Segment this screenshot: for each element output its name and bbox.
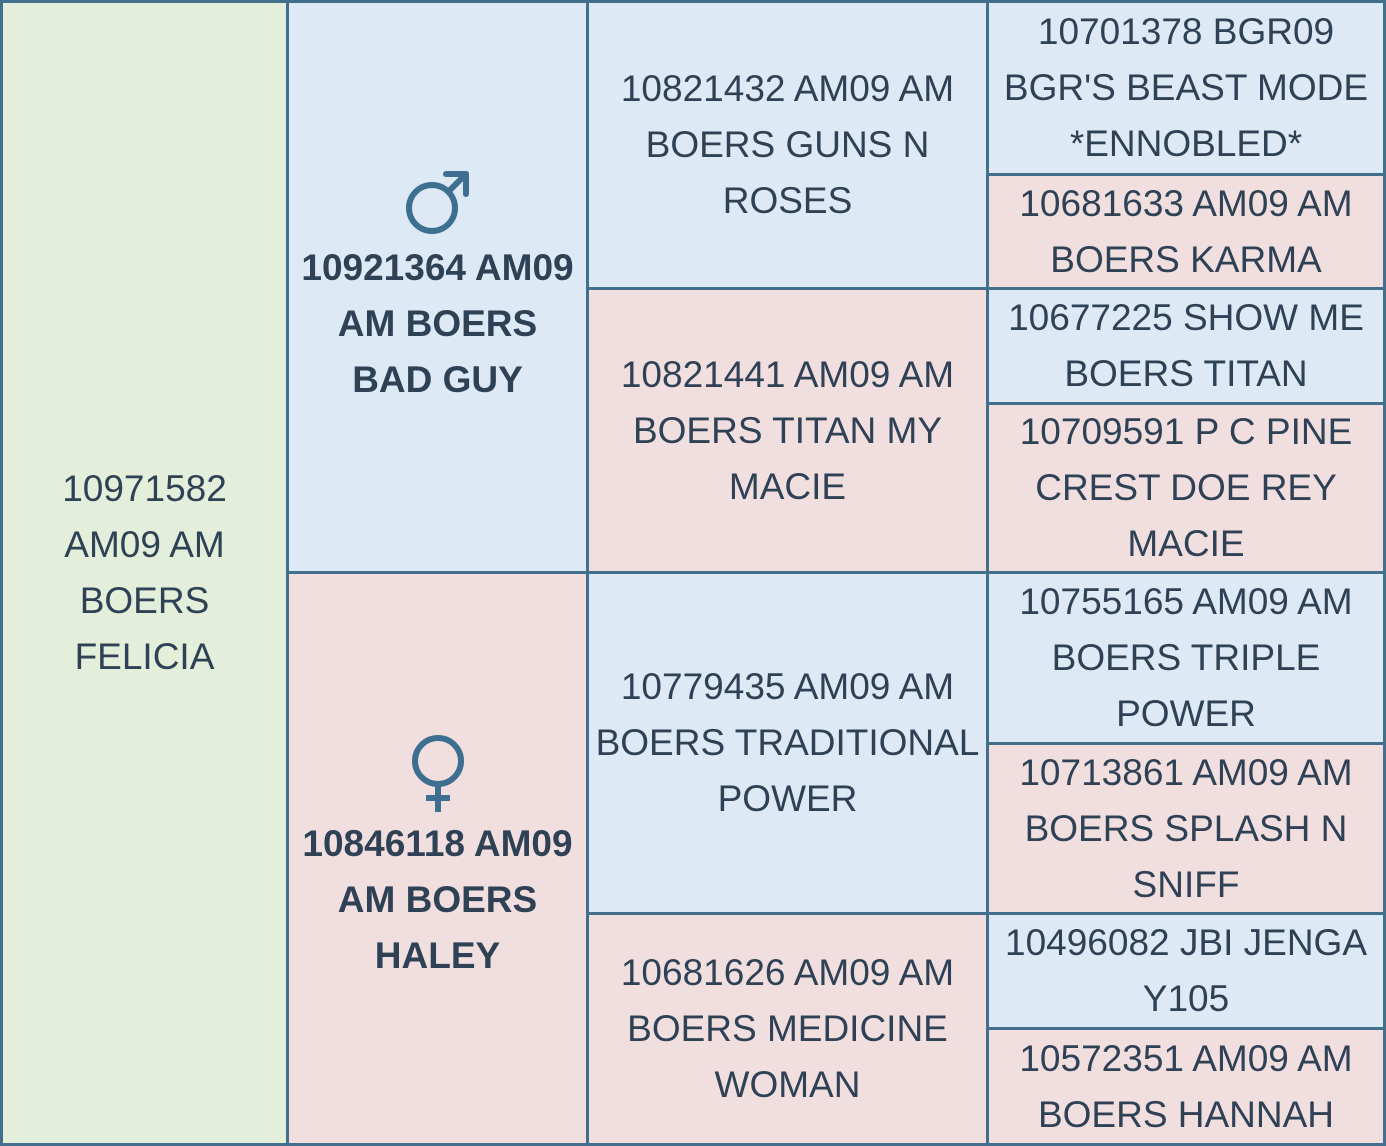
- sire-cell: 10921364 AM09 AM BOERS BAD GUY: [289, 3, 586, 571]
- female-symbol-icon: [408, 734, 468, 814]
- male-symbol-icon: [402, 166, 474, 238]
- dam-cell: 10846118 AM09 AM BOERS HALEY: [289, 574, 586, 1143]
- subject-cell: 10971582 AM09 AM BOERS FELICIA: [3, 3, 286, 1143]
- dam-dam-sire-name: 10496082 JBI JENGA Y105: [1005, 922, 1367, 1019]
- sire-sire-sire-name: 10701378 BGR09 BGR'S BEAST MODE *ENNOBLE…: [1003, 11, 1369, 164]
- sire-dam-dam-name: 10709591 P C PINE CREST DOE REY MACIE: [1019, 411, 1353, 564]
- sire-sire-dam-name: 10681633 AM09 AM BOERS KARMA: [1019, 182, 1353, 280]
- sire-dam-name: 10821441 AM09 AM BOERS TITAN MY MACIE: [620, 353, 955, 507]
- dam-dam-dam-cell: 10572351 AM09 AM BOERS HANNAH: [989, 1030, 1383, 1143]
- dam-sire-sire-cell: 10755165 AM09 AM BOERS TRIPLE POWER: [989, 574, 1383, 742]
- dam-sire-dam-cell: 10713861 AM09 AM BOERS SPLASH N SNIFF: [989, 745, 1383, 912]
- sire-dam-sire-cell: 10677225 SHOW ME BOERS TITAN: [989, 290, 1383, 402]
- dam-dam-dam-name: 10572351 AM09 AM BOERS HANNAH: [1019, 1037, 1353, 1135]
- subject-name: 10971582 AM09 AM BOERS FELICIA: [62, 468, 227, 677]
- dam-sire-sire-name: 10755165 AM09 AM BOERS TRIPLE POWER: [1019, 581, 1353, 734]
- dam-sire-cell: 10779435 AM09 AM BOERS TRADITIONAL POWER: [589, 574, 986, 912]
- dam-name: 10846118 AM09 AM BOERS HALEY: [302, 822, 573, 976]
- sire-name: 10921364 AM09 AM BOERS BAD GUY: [301, 247, 574, 400]
- sire-dam-dam-cell: 10709591 P C PINE CREST DOE REY MACIE: [989, 405, 1383, 571]
- dam-sire-dam-name: 10713861 AM09 AM BOERS SPLASH N SNIFF: [1019, 751, 1353, 905]
- sire-dam-cell: 10821441 AM09 AM BOERS TITAN MY MACIE: [589, 290, 986, 571]
- dam-dam-cell: 10681626 AM09 AM BOERS MEDICINE WOMAN: [589, 915, 986, 1143]
- sire-sire-cell: 10821432 AM09 AM BOERS GUNS N ROSES: [589, 3, 986, 287]
- dam-dam-sire-cell: 10496082 JBI JENGA Y105: [989, 915, 1383, 1027]
- sire-sire-name: 10821432 AM09 AM BOERS GUNS N ROSES: [620, 68, 955, 221]
- sire-sire-dam-cell: 10681633 AM09 AM BOERS KARMA: [989, 176, 1383, 287]
- dam-sire-name: 10779435 AM09 AM BOERS TRADITIONAL POWER: [595, 666, 980, 819]
- sire-dam-sire-name: 10677225 SHOW ME BOERS TITAN: [1008, 297, 1364, 394]
- sire-sire-sire-cell: 10701378 BGR09 BGR'S BEAST MODE *ENNOBLE…: [989, 3, 1383, 173]
- dam-dam-name: 10681626 AM09 AM BOERS MEDICINE WOMAN: [620, 952, 955, 1105]
